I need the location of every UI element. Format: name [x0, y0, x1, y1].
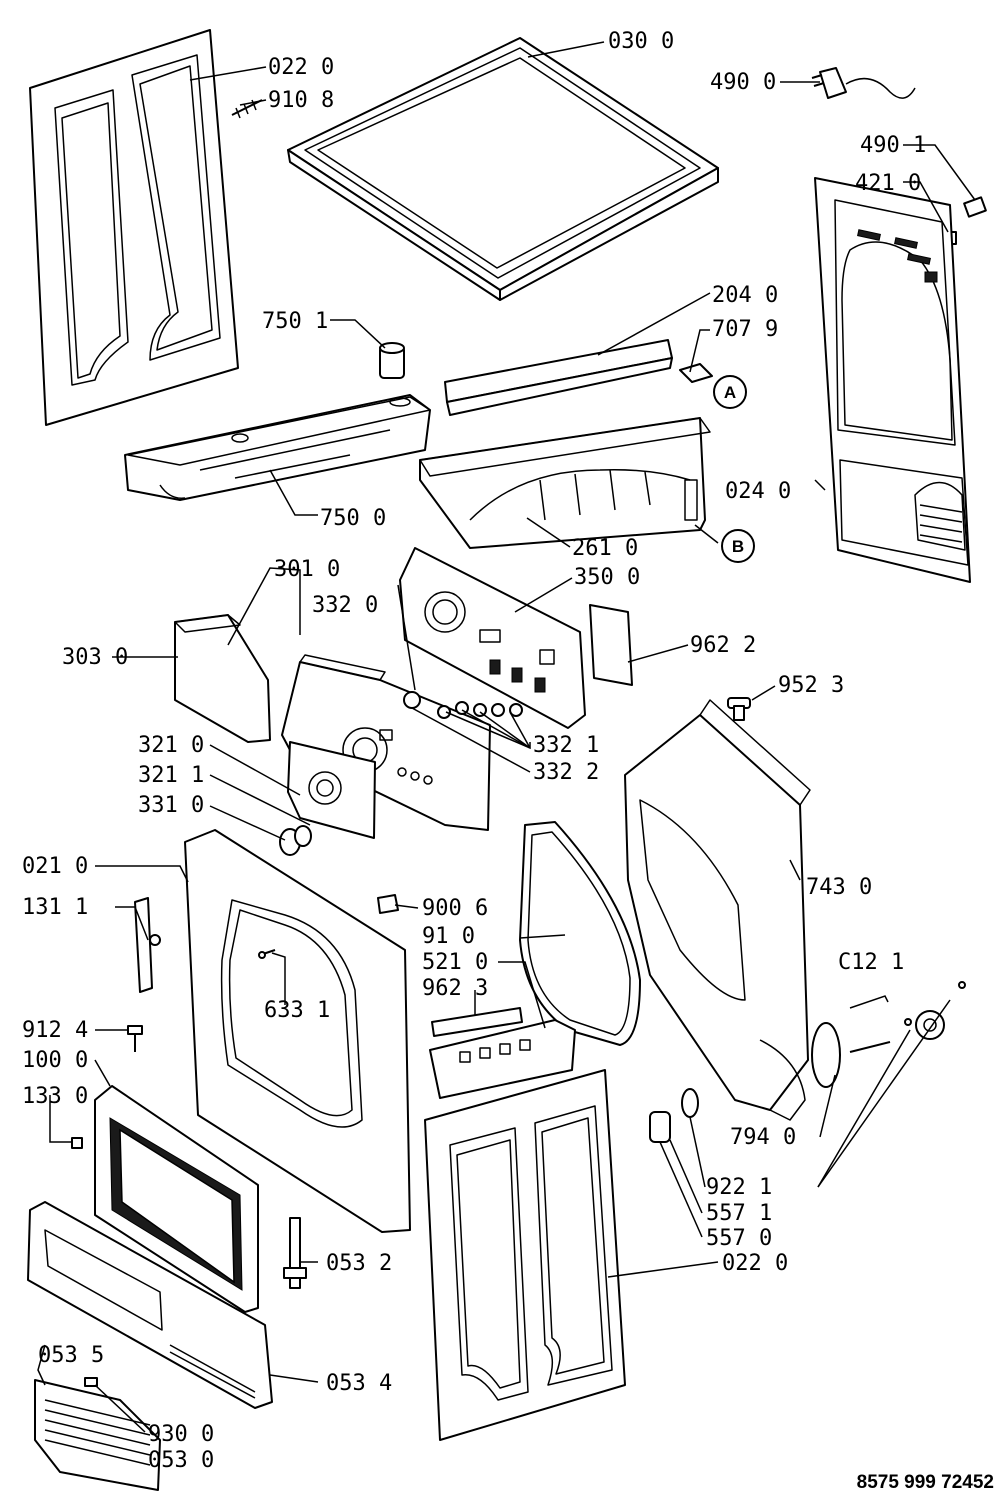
label-301-0: 301 0	[274, 557, 340, 582]
drum-front-frame	[624, 699, 811, 1121]
label-91-0: 91 0	[422, 924, 475, 949]
label-131-1: 131 1	[22, 895, 88, 920]
label-557-1: 557 1	[706, 1201, 772, 1226]
label-021-0: 021 0	[22, 854, 88, 879]
lint-filter-grille	[34, 1379, 161, 1491]
hinge-bracket	[134, 897, 161, 993]
leader-lines	[37, 41, 976, 1433]
screw-910-8	[231, 99, 263, 119]
label-053-4: 053 4	[326, 1371, 392, 1396]
label-024-0: 024 0	[725, 479, 791, 504]
document-number: 8575 999 72452	[856, 1472, 994, 1493]
front-panel	[184, 829, 411, 1233]
label-930-0: 930 0	[148, 1422, 214, 1447]
label-030-0: 030 0	[608, 29, 674, 54]
callout-b-label: B	[732, 537, 744, 556]
front-decor-panel	[287, 741, 376, 839]
hinge-633-1	[258, 949, 276, 959]
clip-490-1	[963, 196, 987, 218]
label-261-0: 261 0	[572, 536, 638, 561]
label-332-2: 332 2	[533, 760, 599, 785]
dispenser-drawer	[174, 614, 271, 743]
label-490-0: 490 0	[710, 70, 776, 95]
reservoir-cap	[379, 342, 405, 379]
label-750-0: 750 0	[320, 506, 386, 531]
label-743-0: 743 0	[806, 875, 872, 900]
ring-794-0	[811, 1022, 841, 1088]
callout-b: B	[721, 529, 755, 563]
power-cord	[811, 67, 916, 99]
rear-panel	[814, 177, 971, 583]
label-521-0: 521 0	[422, 950, 488, 975]
door-gasket	[519, 821, 641, 1046]
control-board	[399, 547, 586, 729]
label-204-0: 204 0	[712, 283, 778, 308]
label-sticker	[589, 604, 633, 686]
label-331-0: 331 0	[138, 793, 204, 818]
label-053-2: 053 2	[326, 1251, 392, 1276]
label-303-0: 303 0	[62, 645, 128, 670]
label-922-1: 922 1	[706, 1175, 772, 1200]
label-332-0: 332 0	[312, 593, 378, 618]
side-panel-left	[29, 29, 239, 426]
program-knob	[279, 825, 312, 856]
label-952-3: 952 3	[778, 673, 844, 698]
label-053-5: 053 5	[38, 1343, 104, 1368]
kick-panel	[27, 1201, 273, 1409]
label-022-0-top: 022 0	[268, 55, 334, 80]
front-door	[94, 1085, 259, 1313]
top-cover	[287, 37, 719, 301]
label-022-0-bottom: 022 0	[722, 1251, 788, 1276]
label-707-9: 707 9	[712, 317, 778, 342]
filter-clip	[84, 1377, 98, 1387]
air-duct-base	[419, 417, 711, 549]
label-962-3: 962 3	[422, 976, 488, 1001]
sticker-962-3	[431, 1007, 523, 1037]
electronic-module	[429, 1019, 576, 1099]
part-labels: 022 0 910 8 030 0 490 0 490 1 421 0 204 …	[22, 29, 926, 1473]
side-panel-right	[424, 1069, 626, 1441]
label-900-6: 900 6	[422, 896, 488, 921]
label-321-0: 321 0	[138, 733, 204, 758]
screw-952-3	[727, 697, 751, 721]
label-133-0: 133 0	[22, 1084, 88, 1109]
ring-922-1	[681, 1088, 699, 1118]
label-c12-1: C12 1	[838, 950, 904, 975]
callout-a: A	[713, 375, 747, 409]
label-962-2: 962 2	[690, 633, 756, 658]
sensor-707-9	[679, 363, 713, 383]
callout-a-label: A	[724, 383, 736, 402]
label-912-4: 912 4	[22, 1018, 88, 1043]
label-910-8: 910 8	[268, 88, 334, 113]
label-053-0: 053 0	[148, 1448, 214, 1473]
clip-900-6	[377, 894, 399, 914]
door-lock	[649, 1111, 671, 1143]
label-421-0: 421 0	[855, 171, 921, 196]
label-321-1: 321 1	[138, 763, 204, 788]
label-557-0: 557 0	[706, 1226, 772, 1251]
knobs-332-1	[437, 701, 523, 719]
water-reservoir	[124, 394, 431, 501]
label-490-1: 490 1	[860, 133, 926, 158]
label-794-0: 794 0	[730, 1125, 796, 1150]
air-duct-strip	[444, 339, 673, 416]
label-633-1: 633 1	[264, 998, 330, 1023]
label-100-0: 100 0	[22, 1048, 88, 1073]
screw-912-4	[127, 1025, 143, 1052]
pin-053-2	[283, 1217, 307, 1289]
label-750-1: 750 1	[262, 309, 328, 334]
clip-133-0	[71, 1137, 83, 1149]
shaft-assembly	[849, 981, 966, 1053]
knob-332-0	[403, 691, 421, 709]
label-332-1: 332 1	[533, 733, 599, 758]
label-350-0: 350 0	[574, 565, 640, 590]
